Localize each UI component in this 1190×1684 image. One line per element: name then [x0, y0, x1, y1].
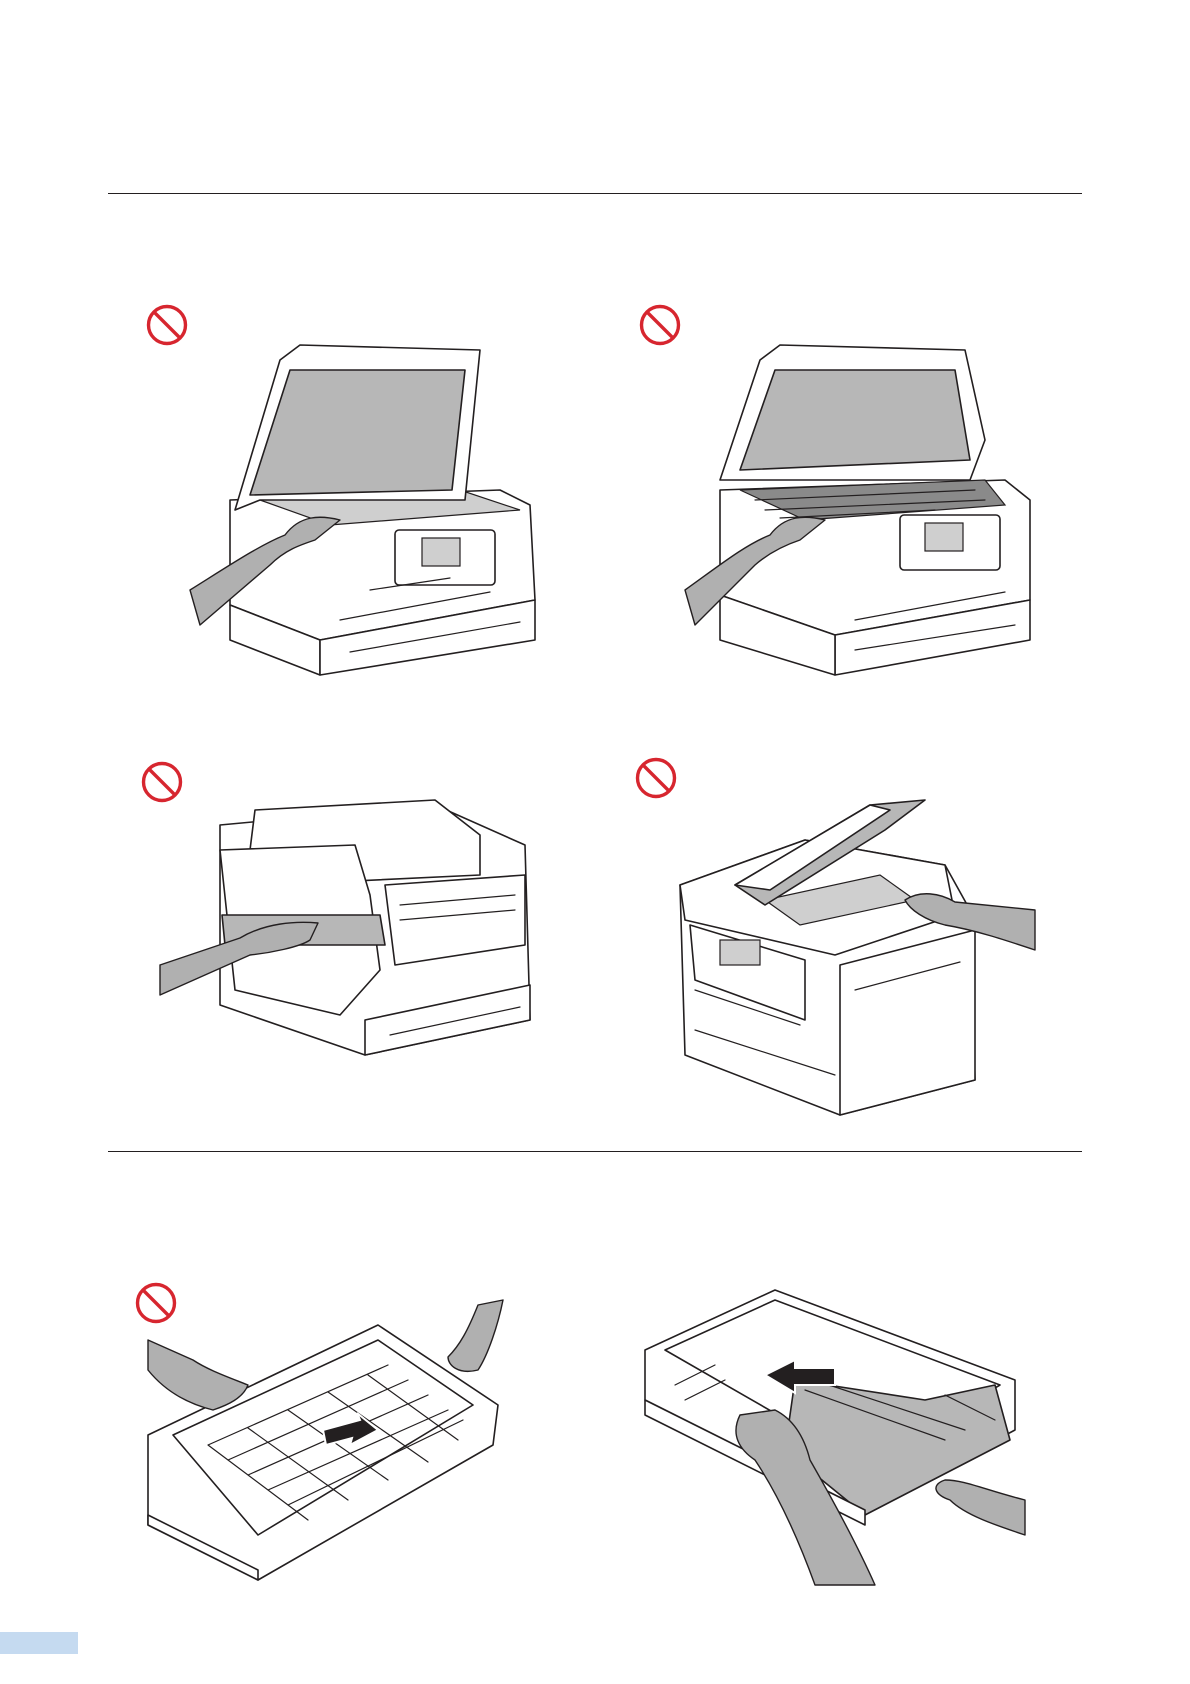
page-number-tab — [0, 1632, 78, 1654]
printer-scanner-hand-illustration — [190, 340, 550, 680]
prohibition-icon — [634, 756, 678, 800]
paper-tray-correct-push-illustration — [645, 1290, 1025, 1585]
printer-jam-cover-hand-illustration — [160, 795, 535, 1065]
section-divider-middle — [108, 1151, 1082, 1152]
paper-tray-wrong-grip-illustration — [148, 1295, 528, 1585]
printer-adf-cover-hand-illustration — [675, 790, 1035, 1120]
printer-open-unit-hand-illustration — [685, 340, 1045, 680]
prohibition-icon — [638, 303, 682, 347]
section-divider-top — [108, 193, 1082, 194]
prohibition-icon — [145, 303, 189, 347]
